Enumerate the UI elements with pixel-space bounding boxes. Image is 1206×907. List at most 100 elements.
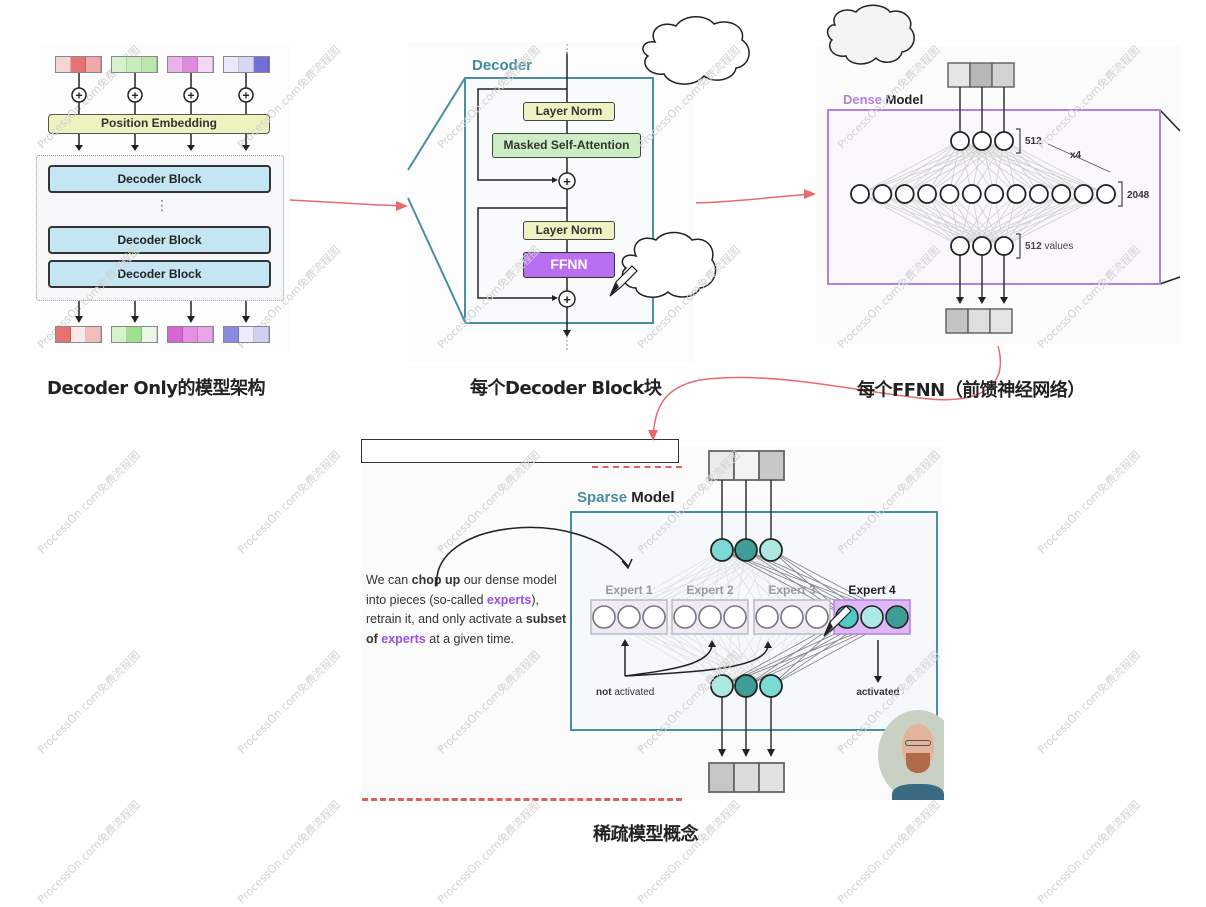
decoder-block-3: Decoder Block [48,260,271,288]
token-cell [239,57,254,72]
output-cell [733,762,760,793]
connection [1003,193,1040,247]
zoom-line-top [1159,109,1181,132]
skip-connection-2 [477,207,567,299]
input-token [167,56,214,73]
blank-text-box[interactable] [361,439,679,463]
caption-sparse: 稀疏模型概念 [593,824,699,845]
neuron [1006,184,1027,204]
ellipsis: ⋮ [155,197,169,213]
ffnn-block: FFNN [523,252,615,278]
connection [949,193,1005,247]
not-activated-arrow [624,644,713,677]
arrowhead [621,558,633,570]
expert-neuron [592,605,616,629]
input-token [223,56,270,73]
sparse-title-accent: Sparse [577,489,628,506]
token-cell [56,57,71,72]
label-512: 512 [1025,136,1042,147]
token-cell [254,327,269,342]
arrowhead [978,297,986,304]
bracket [1118,181,1123,207]
expert-neuron [723,605,747,629]
expert-neuron [673,605,697,629]
router-neuron [710,538,734,562]
connection [859,140,961,195]
neuron [994,236,1014,256]
arrowhead [956,297,964,304]
connection [1003,140,1040,195]
neuron [1073,184,1094,204]
output-neuron [759,674,783,698]
expert-neuron [617,605,641,629]
token-cell [239,327,254,342]
expert-label: Expert 2 [686,583,734,597]
cloud-shape [642,16,750,85]
explanation-fragment: at a given time. [425,631,515,646]
dense-title-rest: Model [882,92,924,107]
output-token [111,326,158,343]
neuron [994,131,1014,151]
token-cell [198,327,213,342]
connector-3-to-4 [652,345,1001,438]
decoder-title: Decoder [472,57,533,74]
output-cell [989,308,1013,334]
token-cell [71,327,86,342]
explanation-fragment: ), retrain it, and only activate a [366,592,540,627]
neuron [950,131,970,151]
input-token [55,56,102,73]
token-cell [86,57,101,72]
token-cell [198,57,213,72]
expert-label: Expert 4 [848,583,896,597]
connection [971,193,1005,247]
explanation-fragment: experts [381,631,426,646]
neuron [961,184,982,204]
token-cell [224,57,239,72]
connection [949,140,1005,195]
input-cell [991,62,1015,88]
neuron [917,184,937,204]
expert-neuron [642,605,666,629]
residual-add-1 [558,172,576,190]
explanation-fragment: our dense model into pieces (so-called [366,573,557,607]
expert-label: Expert 1 [605,583,653,597]
output-cell [758,762,785,793]
position-embedding: Position Embedding [48,114,270,134]
connection [1003,193,1084,247]
neuron [939,184,960,204]
decoder-block-1: Decoder Block [48,165,271,193]
expert-neuron [780,605,804,629]
arrowhead [874,676,882,683]
pencil-icon [609,265,638,297]
neuron [1029,184,1049,204]
arrowhead [621,639,629,646]
connection [1003,140,1084,195]
multiplier-arrow [1047,143,1111,173]
arrowhead [804,189,816,199]
connection [653,549,747,618]
arrowhead [767,749,775,757]
presenter-avatar [878,710,944,800]
zoom-line-bottom [1159,276,1181,285]
token-cell [142,57,157,72]
neuron [872,184,893,204]
plus-icon: + [563,292,571,307]
bracket [1016,233,1021,259]
pencil-icon [823,605,852,637]
bracket [1016,128,1021,154]
sparse-red-underline-bottom [362,798,682,805]
connection [904,140,1005,195]
neuron [894,184,915,204]
layer-norm-1: Layer Norm [523,102,615,121]
connection [653,616,747,687]
token-cell [127,327,142,342]
expert-neuron [755,605,779,629]
connection [1003,193,1107,247]
arrowhead [648,430,658,441]
expert-neuron [860,605,884,629]
decoder-block-2: Decoder Block [48,226,271,254]
neuron [1051,184,1072,204]
sparse-model-title: Sparse Model [577,489,675,506]
token-cell [86,327,101,342]
neuron [972,236,992,256]
